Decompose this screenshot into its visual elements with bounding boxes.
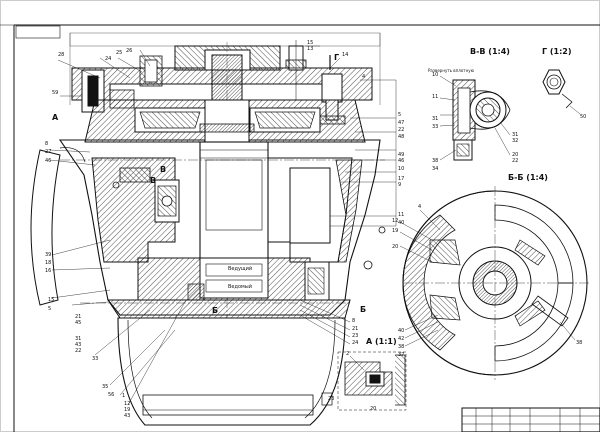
callout: 12 bbox=[124, 401, 130, 407]
callout: 10 bbox=[398, 166, 404, 172]
callout: 22 bbox=[512, 158, 518, 164]
callout: 24 bbox=[352, 340, 358, 346]
section-view-g: Г (1:2) 50 bbox=[542, 47, 586, 120]
callout: 50 bbox=[580, 114, 586, 120]
callout: 39 bbox=[45, 252, 51, 258]
view-marker: Б bbox=[360, 305, 366, 314]
view-title: А (1:1) bbox=[366, 337, 397, 346]
callout: 18 bbox=[45, 260, 51, 266]
view-marker: А bbox=[52, 113, 59, 122]
view-title: В-В (1:4) bbox=[470, 47, 510, 56]
section-view-a: А (1:1) 2 20 bbox=[337, 337, 407, 412]
callout: 33 bbox=[432, 124, 438, 130]
callout: 8 bbox=[45, 141, 48, 147]
view-title: Г (1:2) bbox=[542, 47, 572, 56]
callout: 5 bbox=[48, 306, 51, 312]
callout: 25 bbox=[116, 50, 122, 56]
main-section-view bbox=[30, 32, 397, 426]
callout: 26 bbox=[126, 48, 132, 54]
callout: 35 bbox=[102, 384, 108, 390]
callout: 4 bbox=[362, 74, 365, 80]
callout: 20 bbox=[512, 152, 518, 158]
main-callouts: 28 24 25 26 15 13 14 4 59 8 27 46 39 18 … bbox=[45, 40, 404, 419]
shaft-icon bbox=[199, 141, 269, 261]
callout: 38 bbox=[432, 158, 438, 164]
callout: 2 bbox=[346, 351, 349, 357]
view-marker: Б bbox=[212, 306, 218, 315]
callout: 14 bbox=[342, 52, 348, 58]
view-title: Б-Б (1:4) bbox=[508, 173, 548, 182]
section-view-bb: Б-Б (1:4) 4 12 19 bbox=[392, 173, 590, 380]
callout: 23 bbox=[328, 396, 334, 402]
bearing-icon bbox=[157, 185, 177, 217]
callout: 59 bbox=[52, 90, 58, 96]
callout: 28 bbox=[58, 52, 64, 58]
callout: 43 bbox=[124, 413, 130, 419]
callout: 31 bbox=[432, 116, 438, 122]
note: Развернуть вплотную bbox=[428, 68, 475, 73]
callout: 22 bbox=[398, 127, 404, 133]
callout: 12 bbox=[392, 218, 398, 224]
callout: 17 bbox=[398, 176, 404, 182]
callout: 38 bbox=[576, 340, 582, 346]
view-marker: В bbox=[150, 176, 156, 185]
section-view-vv: В-В (1:4) Развернуть вплотную 10 11 31 3… bbox=[428, 47, 518, 172]
callout: 33 bbox=[92, 356, 98, 362]
callout: 40 bbox=[398, 328, 404, 334]
callout: 34 bbox=[432, 166, 438, 172]
gear-icon bbox=[137, 257, 311, 301]
callout: 49 bbox=[398, 152, 404, 158]
callout: 21 bbox=[75, 314, 81, 320]
callout: 31 bbox=[75, 336, 81, 342]
callout: 5 bbox=[398, 112, 401, 118]
callout: 13 bbox=[307, 46, 313, 52]
view-marker: В bbox=[160, 165, 166, 174]
callout: 24 bbox=[105, 56, 111, 62]
view-marker: Г bbox=[334, 53, 339, 62]
callout: 11 bbox=[398, 212, 404, 218]
callout: 45 bbox=[75, 320, 81, 326]
callout: 23 bbox=[352, 333, 358, 339]
callout: 46 bbox=[45, 158, 51, 164]
callout: 42 bbox=[398, 336, 404, 342]
nut-icon bbox=[542, 69, 573, 109]
callout: 46 bbox=[398, 158, 404, 164]
callout: 9 bbox=[398, 182, 401, 188]
callout: 27 bbox=[45, 149, 51, 155]
callout: 16 bbox=[45, 268, 51, 274]
callout: 4 bbox=[418, 204, 421, 210]
callout: 48 bbox=[398, 134, 404, 140]
callout: 21 bbox=[352, 326, 358, 332]
bolt-icon bbox=[285, 40, 307, 100]
callout: 31 bbox=[512, 132, 518, 138]
callout: 1 bbox=[122, 393, 125, 399]
callout: 11 bbox=[432, 94, 438, 100]
callout: 40 bbox=[398, 220, 404, 226]
callout: 15 bbox=[307, 40, 313, 46]
callout: 47 bbox=[398, 120, 404, 126]
callout: 19 bbox=[124, 407, 130, 413]
callout: 15 bbox=[48, 297, 54, 303]
callout: 19 bbox=[392, 228, 398, 234]
callout: 20 bbox=[370, 406, 376, 412]
callout: 8 bbox=[352, 318, 355, 324]
title-block bbox=[461, 407, 600, 432]
inner-note: Ведомый bbox=[228, 283, 252, 290]
callout: 10 bbox=[432, 72, 438, 78]
callout: 43 bbox=[75, 342, 81, 348]
callout: 32 bbox=[512, 138, 518, 144]
callout: 38 bbox=[398, 344, 404, 350]
callout: 20 bbox=[392, 244, 398, 250]
callout: 22 bbox=[75, 348, 81, 354]
inner-note: Ведущий bbox=[228, 265, 252, 272]
callout: 56 bbox=[108, 392, 114, 398]
